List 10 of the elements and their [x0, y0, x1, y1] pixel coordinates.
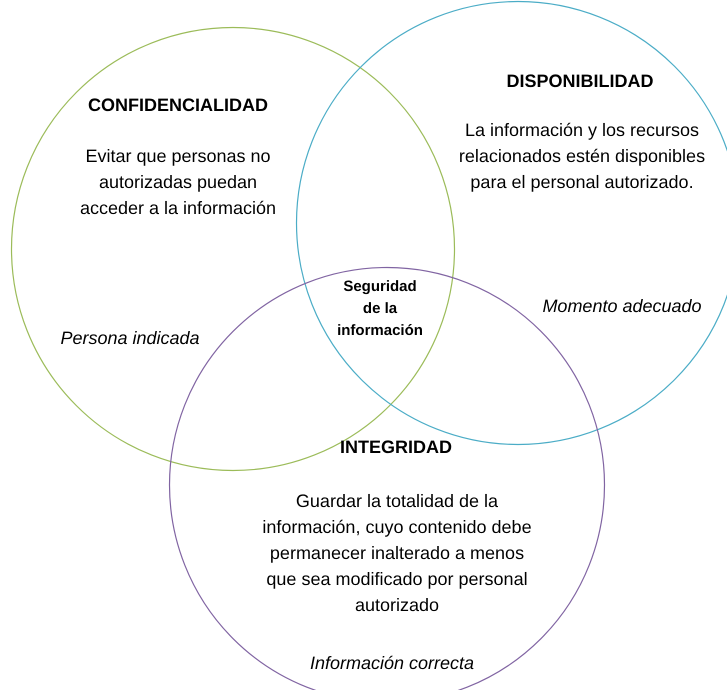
circle-heading: INTEGRIDAD [339, 436, 453, 459]
circle-heading: DISPONIBILIDAD [505, 70, 654, 93]
circle-keyword: Información correcta [308, 652, 476, 675]
circle-description: Guardar la totalidad de la información, cuyo contenido debe permanecer inalterado a menos que sea modificado por personal autorizado [261, 490, 533, 617]
center-label: Seguridad de la información [336, 277, 424, 341]
circle-keyword: Momento adecuado [541, 295, 703, 318]
circle-description: La información y los recursos relacionados estén disponibles para el personal autorizado. [458, 119, 706, 194]
circle-keyword: Persona indicada [59, 327, 201, 350]
circle-description: Evitar que personas no autorizadas puedan acceder a la información [78, 145, 278, 220]
circle-heading: CONFIDENCIALIDAD [87, 94, 269, 117]
